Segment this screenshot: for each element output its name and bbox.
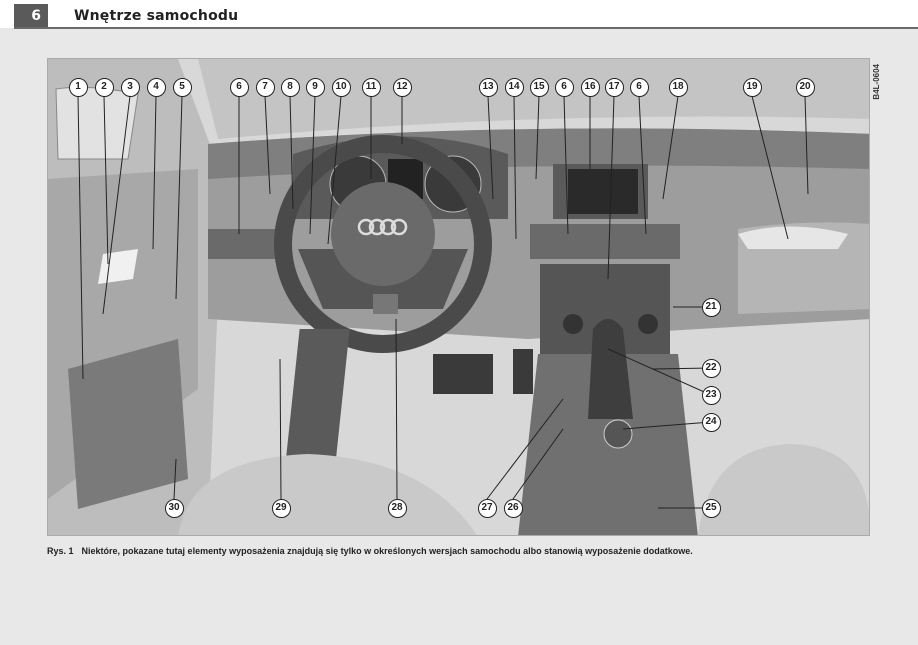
callout-10: 10 — [331, 77, 351, 97]
figure-code: B4L-0604 — [872, 64, 881, 100]
page-title: Wnętrze samochodu — [74, 8, 239, 24]
callout-16: 16 — [580, 77, 600, 97]
callout-7: 7 — [255, 77, 275, 97]
leader-lines — [77, 95, 809, 509]
callout-6: 6 — [554, 77, 574, 97]
callout-25: 25 — [701, 498, 721, 518]
callout-15: 15 — [529, 77, 549, 97]
callout-2: 2 — [94, 77, 114, 97]
callout-19: 19 — [742, 77, 762, 97]
callout-24: 24 — [701, 412, 721, 432]
callout-26: 26 — [503, 498, 523, 518]
callout-8: 8 — [280, 77, 300, 97]
callout-17: 17 — [604, 77, 624, 97]
caption-label: Rys. 1 — [47, 546, 74, 556]
callout-23: 23 — [701, 385, 721, 405]
callout-30: 30 — [164, 498, 184, 518]
caption-text: Niektóre, pokazane tutaj elementy wyposa… — [81, 546, 693, 556]
callout-4: 4 — [146, 77, 166, 97]
callout-13: 13 — [478, 77, 498, 97]
figure-caption: Rys. 1 Niektóre, pokazane tutaj elementy … — [47, 546, 693, 556]
page-number: 6 — [14, 4, 48, 28]
callout-1: 1 — [68, 77, 88, 97]
callout-22: 22 — [701, 358, 721, 378]
callout-21: 21 — [701, 297, 721, 317]
interior-drawing — [48, 59, 869, 535]
callout-28: 28 — [387, 498, 407, 518]
callout-18: 18 — [668, 77, 688, 97]
callout-9: 9 — [305, 77, 325, 97]
callout-14: 14 — [504, 77, 524, 97]
callout-29: 29 — [271, 498, 291, 518]
header-divider — [14, 27, 918, 29]
callout-12: 12 — [392, 77, 412, 97]
callout-3: 3 — [120, 77, 140, 97]
callout-11: 11 — [361, 77, 381, 97]
callout-5: 5 — [172, 77, 192, 97]
callout-6: 6 — [629, 77, 649, 97]
callout-27: 27 — [477, 498, 497, 518]
callout-20: 20 — [795, 77, 815, 97]
callout-6: 6 — [229, 77, 249, 97]
page-header — [0, 0, 918, 28]
